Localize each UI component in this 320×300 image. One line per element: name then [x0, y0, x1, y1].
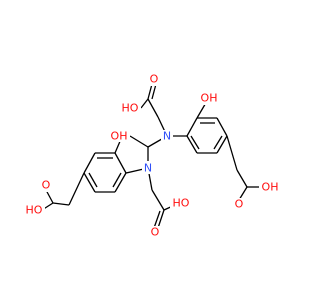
bond [114, 152, 127, 174]
carbonyl-oxygen-label: O [235, 198, 244, 211]
bond [213, 135, 223, 150]
carbonyl-oxygen-label: O [42, 179, 51, 192]
bond [151, 83, 157, 100]
phenol-hydroxyl-label: OH [201, 92, 218, 105]
hydroxyl-label: HO [122, 102, 139, 115]
nitrogen-label: N [144, 162, 152, 175]
hydroxyl-label: HO [26, 204, 43, 217]
bond [236, 169, 248, 188]
hydroxyl-label: HO [173, 197, 190, 210]
bond [186, 135, 198, 154]
bond [114, 172, 127, 193]
hydroxyl-label: OH [262, 181, 279, 194]
bond-layer [41, 83, 260, 229]
bond [83, 172, 96, 193]
bond [140, 98, 149, 109]
bond [226, 135, 238, 171]
bond [151, 189, 165, 211]
bond [129, 135, 149, 148]
bond [83, 152, 96, 174]
bond [112, 172, 122, 188]
atom-label-layer: N N HO O OH OH HO O HO O OH O [23, 73, 281, 239]
bond [68, 172, 85, 206]
molecule-drawing: N N HO O OH OH HO O HO O OH O [23, 72, 281, 239]
carbonyl-oxygen-label: O [150, 73, 159, 86]
bond [216, 117, 228, 137]
bond [147, 98, 159, 118]
bond [153, 210, 161, 229]
bond [52, 202, 70, 206]
bond [147, 83, 153, 100]
nitrogen-label: N [163, 130, 171, 143]
bond [186, 117, 198, 137]
structure-canvas: N N HO O OH OH HO O HO O OH O [23, 72, 281, 239]
bond [190, 135, 200, 150]
bond [238, 186, 248, 201]
bond [88, 172, 98, 188]
phenol-hydroxyl-label: OH [111, 130, 128, 143]
bond [45, 189, 54, 204]
bond [157, 209, 165, 229]
carbonyl-oxygen-label: O [151, 226, 160, 239]
bond [216, 135, 228, 154]
